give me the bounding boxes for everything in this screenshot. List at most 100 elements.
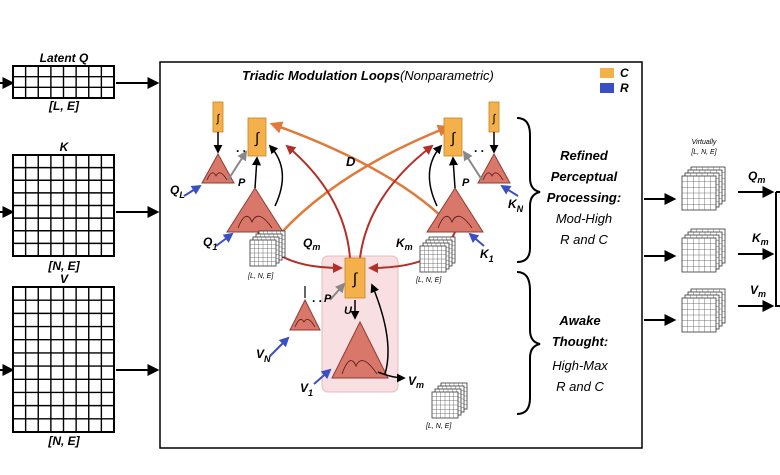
- state-perceptual-desc-1: Mod-High: [556, 211, 612, 226]
- cube-icon-right: [419, 236, 456, 273]
- v-matrix-title: V: [60, 272, 69, 286]
- cube-icon-output-q: [681, 166, 726, 211]
- out-vm-label: Vm: [750, 283, 766, 299]
- neuron-glyph: [294, 319, 316, 328]
- u-label: U: [344, 305, 353, 317]
- center-feedback-arrow: [370, 283, 389, 375]
- integrator-large-right: [443, 117, 463, 157]
- state-perceptual-desc-2: R and C: [560, 232, 608, 247]
- state-awake-title-1: Awake: [558, 313, 600, 328]
- cube-icon-left: [249, 230, 286, 267]
- k-matrix: K [N, E]: [12, 140, 115, 273]
- main-title: Triadic Modulation Loops(Nonparametric): [242, 68, 494, 83]
- cube-label-right: [L, N, E]: [415, 277, 442, 284]
- v-matrix-dims: [N, E]: [47, 434, 80, 448]
- cube-icon-bottom: [431, 382, 468, 419]
- p-arrow-left: [227, 150, 248, 181]
- k-matrix-title: K: [60, 140, 70, 154]
- integral-symbol: ∫: [491, 113, 496, 125]
- red-arrow-to-left-integrator: [285, 144, 351, 259]
- cube-label-left: [L, N, E]: [247, 273, 274, 280]
- state-awake-desc-1: High-Max: [552, 358, 608, 373]
- state-perceptual-title-2: Perceptual: [551, 169, 618, 184]
- neuron-glyph: [237, 215, 273, 229]
- v1-r-arrow: [313, 368, 332, 385]
- brace-perceptual: [516, 117, 541, 263]
- integral-symbol: ∫: [254, 130, 261, 147]
- ql-label: QL: [170, 183, 185, 200]
- state-awake-desc-2: R and C: [556, 379, 604, 394]
- v1-label: V1: [300, 381, 313, 398]
- out-qm-label: Qm: [748, 169, 765, 185]
- ellipsis-left: . .: [236, 141, 246, 155]
- vn-label: VN: [256, 347, 271, 364]
- kn-r-arrow: [500, 184, 519, 197]
- state-perceptual-title-3: Processing:: [547, 190, 621, 205]
- q1-label: Q1: [203, 235, 217, 252]
- v-matrix: V [N, E]: [12, 272, 115, 448]
- cube-icon-output-v: [681, 288, 726, 333]
- q-matrix-title: Latent Q: [40, 51, 89, 65]
- q1-r-arrow: [215, 232, 234, 247]
- p-label-center: P: [324, 293, 332, 305]
- right-feedback-arrow: [428, 144, 443, 207]
- qm-label: Qm: [303, 236, 320, 252]
- vm-label: Vm: [408, 374, 424, 390]
- p-arrow-right: [462, 150, 483, 181]
- integral-symbol: ∫: [352, 271, 359, 288]
- p-label-right: P: [462, 177, 470, 189]
- integrator-large-left: [247, 117, 267, 157]
- neuron-center-v1: [331, 320, 389, 379]
- state-awake: Awake Thought: High-Max R and C: [552, 313, 608, 394]
- legend: C R: [600, 66, 629, 95]
- neuron-glyph: [206, 172, 228, 181]
- k1-label: K1: [480, 247, 494, 264]
- neuron-small-ql: [201, 152, 235, 184]
- neuron-glyph: [437, 215, 473, 229]
- ellipsis-center: . .: [312, 291, 322, 305]
- legend-r-label: R: [620, 81, 629, 95]
- p-arrow-center: [329, 282, 346, 301]
- right-edge-bracket: [775, 191, 780, 307]
- km-label: Km: [396, 236, 413, 252]
- k1-to-integrator: [448, 156, 458, 189]
- d-cross-arrow-left-to-right: [281, 124, 451, 233]
- q-matrix-dims: [L, E]: [48, 99, 80, 113]
- main-panel: [159, 61, 643, 449]
- state-perceptual-title-1: Refined: [560, 148, 609, 163]
- neuron-glyph: [341, 360, 378, 375]
- p-label-left: P: [238, 177, 246, 189]
- legend-r-swatch: [600, 83, 614, 93]
- red-arrow-to-right-integrator: [359, 144, 434, 259]
- q-matrix-grid: [12, 65, 115, 99]
- legend-c-label: C: [620, 66, 629, 80]
- kn-label: KN: [508, 197, 524, 214]
- k-matrix-grid: [12, 154, 115, 257]
- integral-symbol: ∫: [215, 113, 220, 125]
- left-feedback-arrow: [268, 144, 284, 207]
- virtually-dims: [L, N, E]: [690, 149, 717, 156]
- cube-icon-output-k: [681, 228, 726, 273]
- k-matrix-dims: [N, E]: [47, 259, 80, 273]
- neuron-glyph: [482, 172, 504, 181]
- vm-arrow: [377, 371, 406, 383]
- ql-r-arrow: [183, 184, 202, 197]
- brace-awake: [516, 271, 541, 415]
- k1-r-arrow: [468, 232, 485, 247]
- cube-label-bottom: [L, N, E]: [425, 423, 452, 430]
- ellipsis-right: . .: [474, 141, 484, 155]
- integrator-center: [344, 257, 366, 299]
- v-matrix-grid: [12, 286, 115, 433]
- q1-to-integrator: [252, 156, 262, 189]
- state-perceptual: Refined Perceptual Processing: Mod-High …: [547, 148, 621, 247]
- neuron-small-kn: [477, 152, 511, 184]
- d-label: D: [346, 154, 356, 169]
- q-matrix: Latent Q [L, E]: [12, 51, 115, 113]
- vn-r-arrow: [269, 336, 290, 357]
- integral-symbol: ∫: [450, 130, 457, 147]
- state-awake-title-2: Thought:: [552, 334, 608, 349]
- out-km-label: Km: [752, 231, 769, 247]
- virtually-label: Virtually: [692, 139, 717, 146]
